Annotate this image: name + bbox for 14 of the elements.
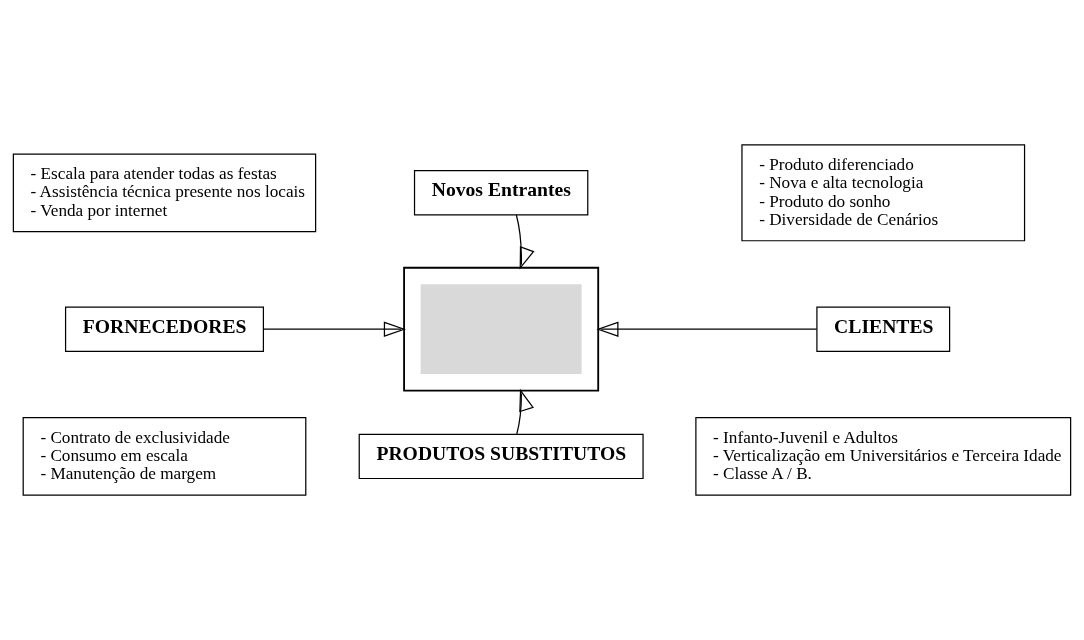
node-box: PRODUTOS SUBSTITUTOS: [358, 433, 644, 480]
arrow: [596, 321, 818, 337]
node-box: CLIENTES: [816, 306, 951, 352]
cluster: [403, 266, 600, 392]
arrow: [262, 321, 406, 337]
arrow: [516, 388, 534, 435]
node-box: - Contrato de exclusividade - Consumo em escala - Manutenção de margem: [22, 417, 307, 496]
node-box: FORNECEDORES: [64, 306, 264, 352]
node-box: - Produto diferenciado - Nova e alta tecnologia - Produto do sonho - Diversidade de Cenários: [741, 144, 1026, 242]
node-box: [420, 284, 582, 375]
node-box: - Escala para atender todas as festas - Assistência técnica presente nos locais - Venda por internet: [12, 153, 317, 233]
node-box: Novos Entrantes: [413, 170, 589, 216]
node-box: - Infanto-Juvenil e Adultos - Verticalização em Universitários e Terceira Idade - Classe A / B.: [695, 417, 1072, 496]
arrow: [515, 214, 535, 270]
